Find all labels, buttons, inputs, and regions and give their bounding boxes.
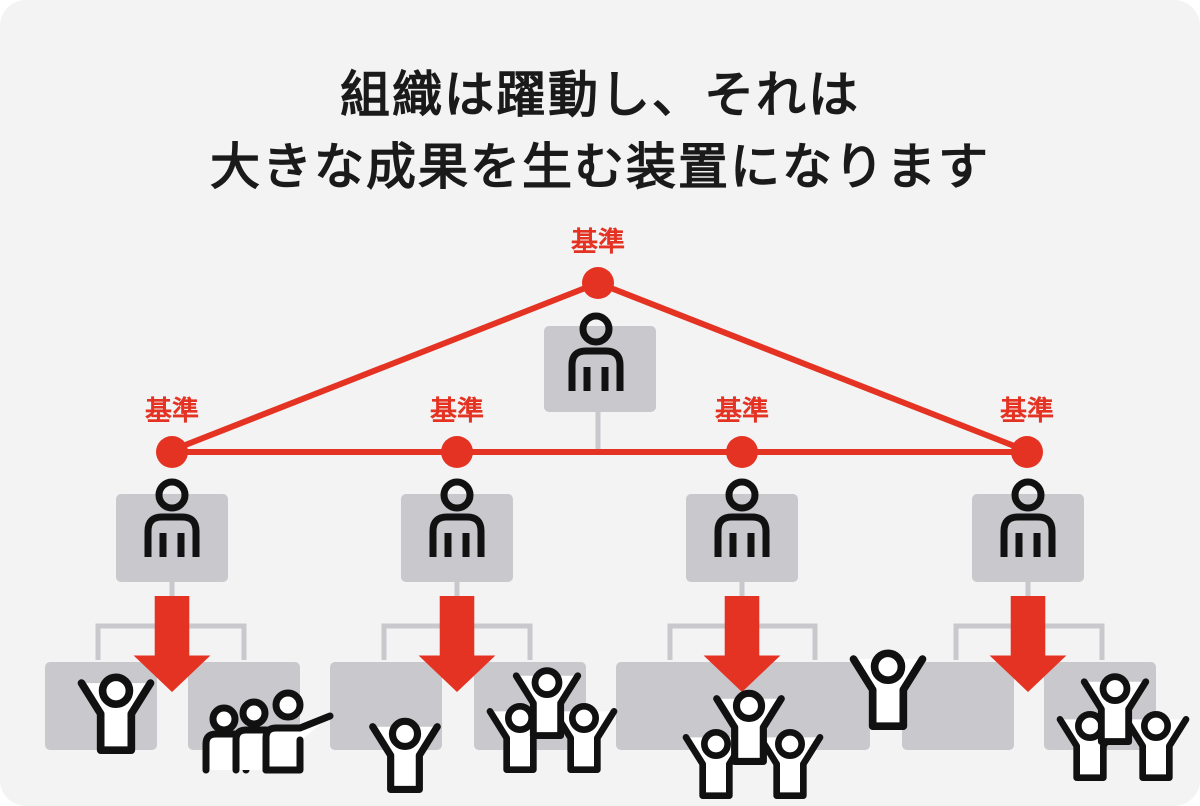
people-group-icon <box>202 689 334 774</box>
cheering-person-icon <box>760 732 820 795</box>
title-line-1: 組織は躍動し、それは <box>340 66 860 124</box>
cheering-person-icon <box>373 721 438 789</box>
manager-1-box <box>116 494 228 582</box>
criterion-label-4: 基準 <box>1000 395 1054 427</box>
criterion-label-top: 基準 <box>571 226 625 258</box>
manager-1 <box>116 482 228 582</box>
manager-2-box <box>401 494 513 582</box>
criterion-label-2: 基準 <box>430 395 484 427</box>
criterion-lines <box>167 280 1030 455</box>
manager-3-box <box>686 494 798 582</box>
title-line-2: 大きな成果を生む装置になります <box>210 138 990 196</box>
criterion-label-1: 基準 <box>145 395 199 427</box>
manager-4 <box>972 482 1084 582</box>
manager-4-box <box>972 494 1084 582</box>
manager-3 <box>686 482 798 582</box>
criterion-label-3: 基準 <box>715 395 769 427</box>
criterion-dots <box>156 267 1043 468</box>
manager-2 <box>401 482 513 582</box>
team-1-members <box>82 677 334 774</box>
